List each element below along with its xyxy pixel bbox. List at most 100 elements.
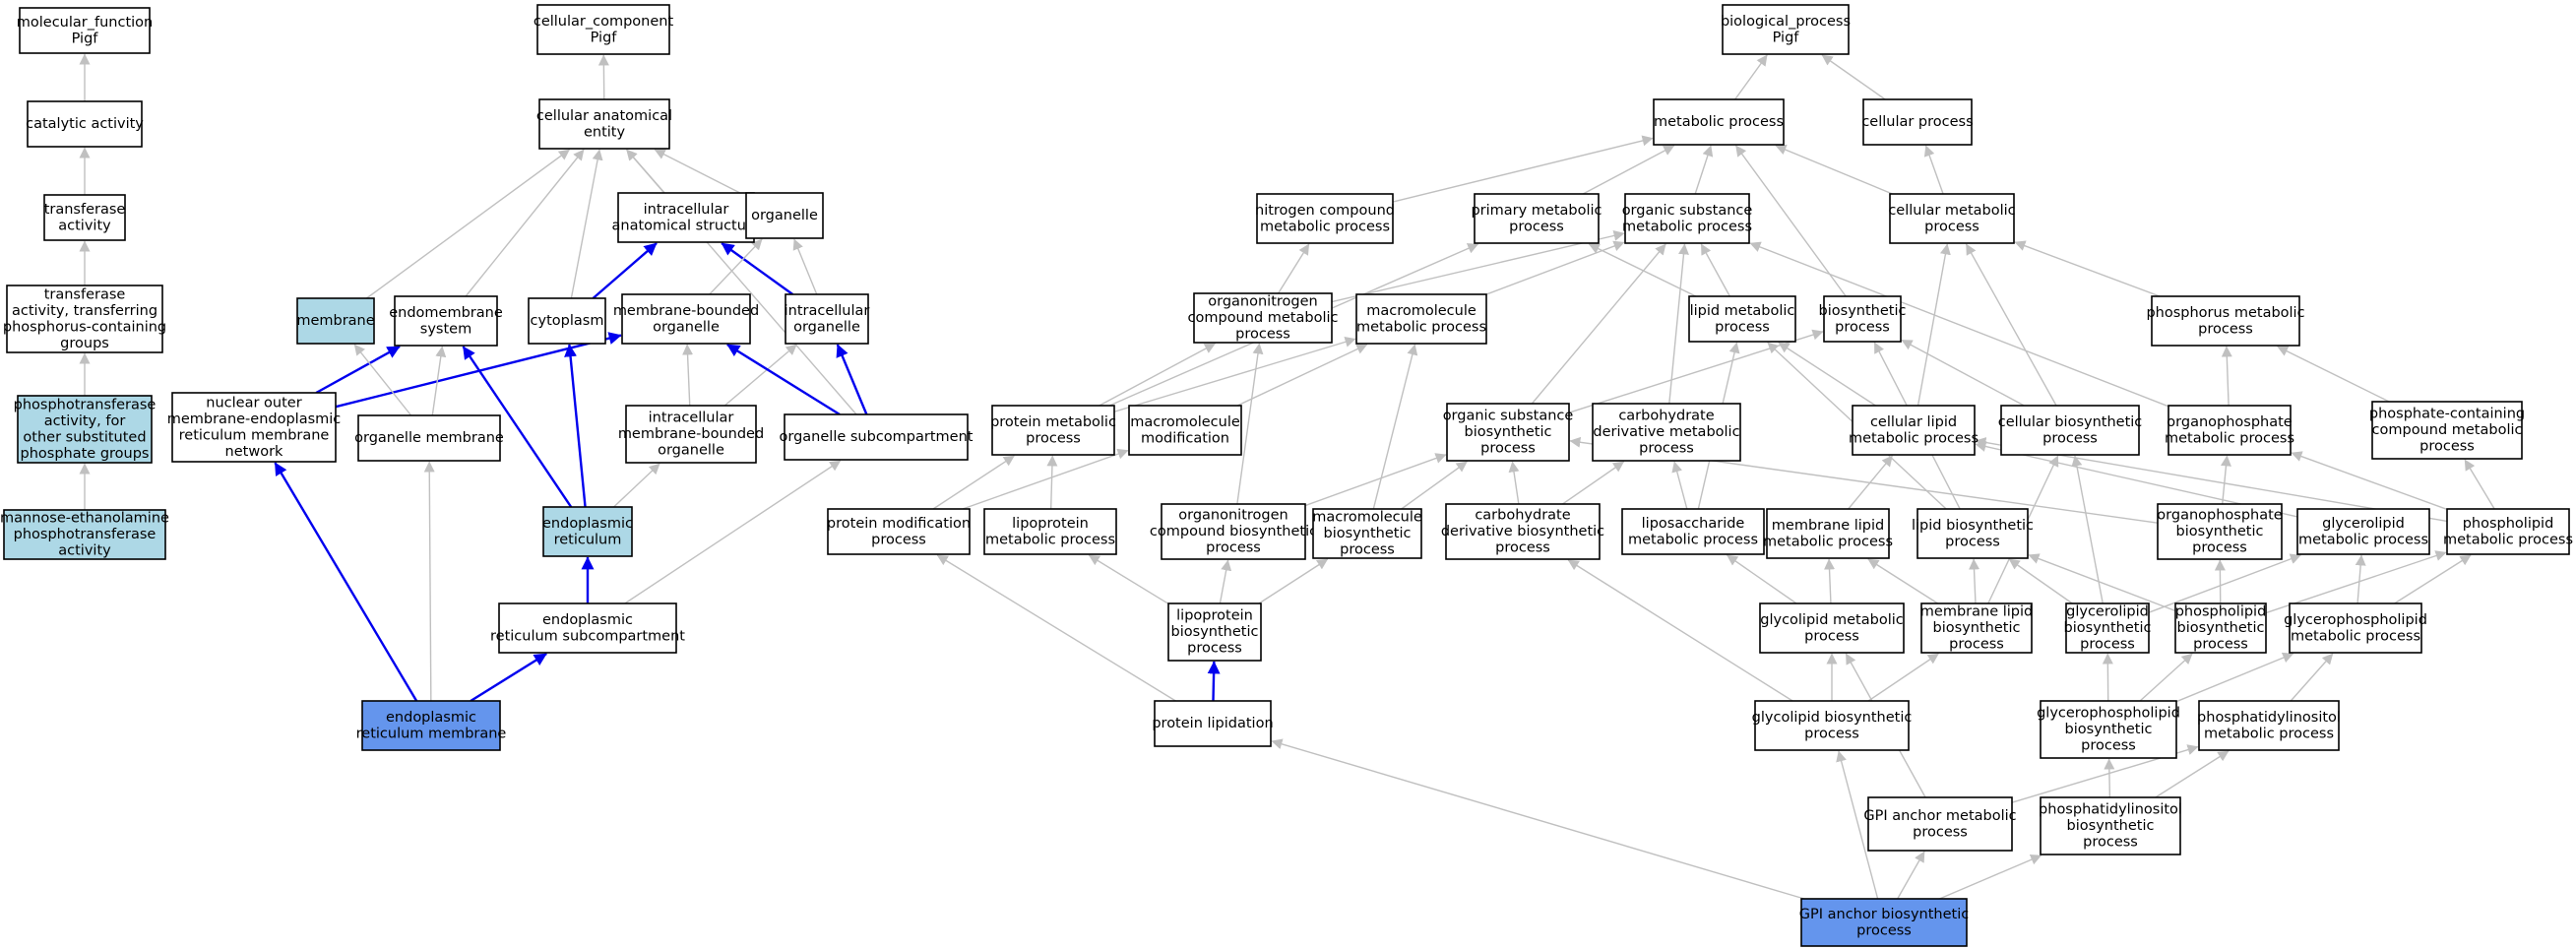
node-osub[interactable]: organelle subcompartment	[780, 413, 974, 461]
node-box	[1624, 193, 1750, 244]
node-label-line: organelle	[653, 319, 720, 335]
edge-membrane-to-cae	[365, 149, 570, 299]
edge-lipobp-to-lipomp	[1088, 554, 1169, 604]
node-label-line: biological_process	[1721, 14, 1851, 30]
node-label-line: cellular metabolic	[1888, 203, 2015, 219]
node-label-line: cellular anatomical	[536, 108, 672, 124]
edge-mbp-to-osbp	[1401, 461, 1468, 510]
node-label-line: activity, for	[44, 413, 126, 429]
edge-cytoplasm-to-ias	[592, 242, 658, 299]
node-label-line: biosynthetic	[2064, 620, 2152, 636]
node-box	[538, 98, 670, 150]
node-box	[1823, 295, 1902, 343]
node-organelle[interactable]: organelle	[745, 192, 824, 239]
node-box	[2446, 508, 2570, 555]
node-nuclear[interactable]: nuclear outermembrane-endoplasmicreticul…	[167, 392, 342, 463]
node-box	[2296, 508, 2430, 555]
node-mp[interactable]: metabolic process	[1653, 98, 1785, 146]
node-box	[784, 413, 969, 461]
node-label-line: organophosphate	[2167, 414, 2293, 430]
node-label-line: modification	[1141, 430, 1229, 446]
node-cp[interactable]: cellular process	[1861, 98, 1974, 146]
node-catalytic[interactable]: catalytic activity	[26, 100, 144, 148]
node-label-line: cytoplasm	[531, 313, 604, 329]
node-plip[interactable]: protein lipidation	[1152, 700, 1274, 747]
node-label-line: membrane	[296, 313, 374, 329]
node-label-line: metabolic process	[2291, 628, 2420, 644]
edge-organelle-to-cae	[654, 149, 747, 197]
node-om[interactable]: organelle membrane	[354, 414, 504, 462]
node-box	[2157, 503, 2283, 560]
node-label-line: process	[2083, 835, 2138, 851]
node-box	[1867, 796, 2013, 852]
node-box	[2371, 401, 2523, 460]
node-box	[1722, 4, 1850, 55]
node-box	[1852, 405, 1976, 456]
node-cytoplasm[interactable]: cytoplasm	[528, 297, 606, 345]
node-label-line: biosynthetic	[1933, 620, 2021, 636]
node-box	[27, 100, 143, 148]
edge-cp-to-bp_pigf	[1821, 54, 1886, 100]
node-label-line: membrane-bounded	[618, 426, 764, 442]
node-membrane[interactable]: membrane	[296, 297, 375, 345]
node-label-line: endomembrane	[389, 305, 503, 321]
node-mannose_eth[interactable]: mannose-ethanolaminephosphotransferaseac…	[0, 509, 169, 560]
node-label-line: lipid metabolic	[1690, 303, 1795, 319]
